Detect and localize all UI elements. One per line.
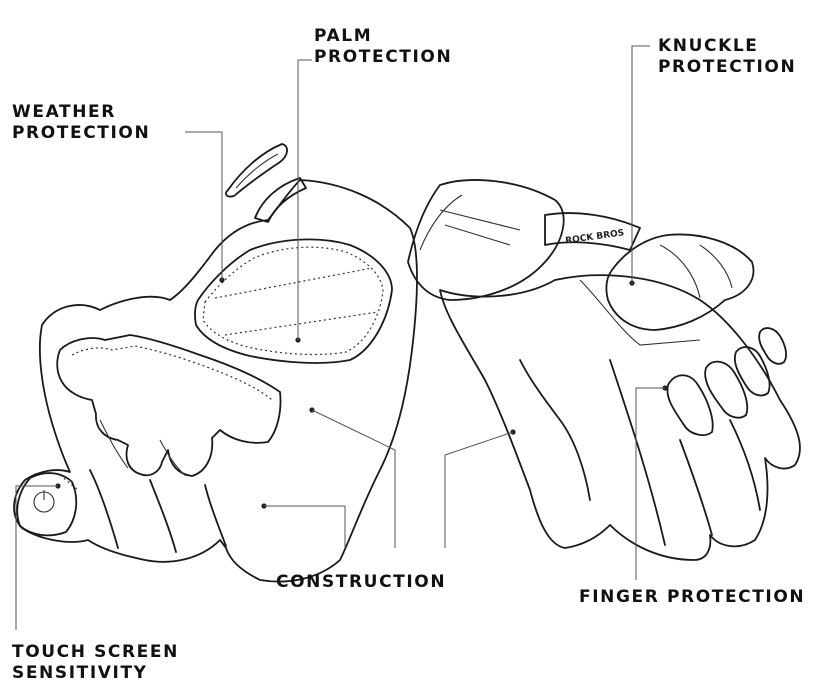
- label-weather-protection: WEATHER PROTECTION: [12, 102, 151, 143]
- label-finger-protection: FINGER PROTECTION: [579, 587, 806, 607]
- weather-flap-piece: [225, 143, 288, 198]
- finger-pad-panel: [56, 334, 282, 477]
- leader-lines: [15, 45, 665, 630]
- label-touch-screen-sensitivity: TOUCH SCREEN SENSITIVITY: [12, 642, 179, 683]
- label-palm-protection: PALM PROTECTION: [314, 26, 453, 67]
- thumb-touch-pad: [16, 472, 78, 537]
- right-glove-back: ROCK BROS: [407, 179, 801, 561]
- label-knuckle-protection: KNUCKLE PROTECTION: [658, 36, 797, 77]
- label-construction: CONSTRUCTION: [276, 572, 447, 592]
- left-glove-palm: [13, 143, 418, 583]
- knuckle-guard: [605, 233, 755, 331]
- palm-pad: [194, 238, 393, 364]
